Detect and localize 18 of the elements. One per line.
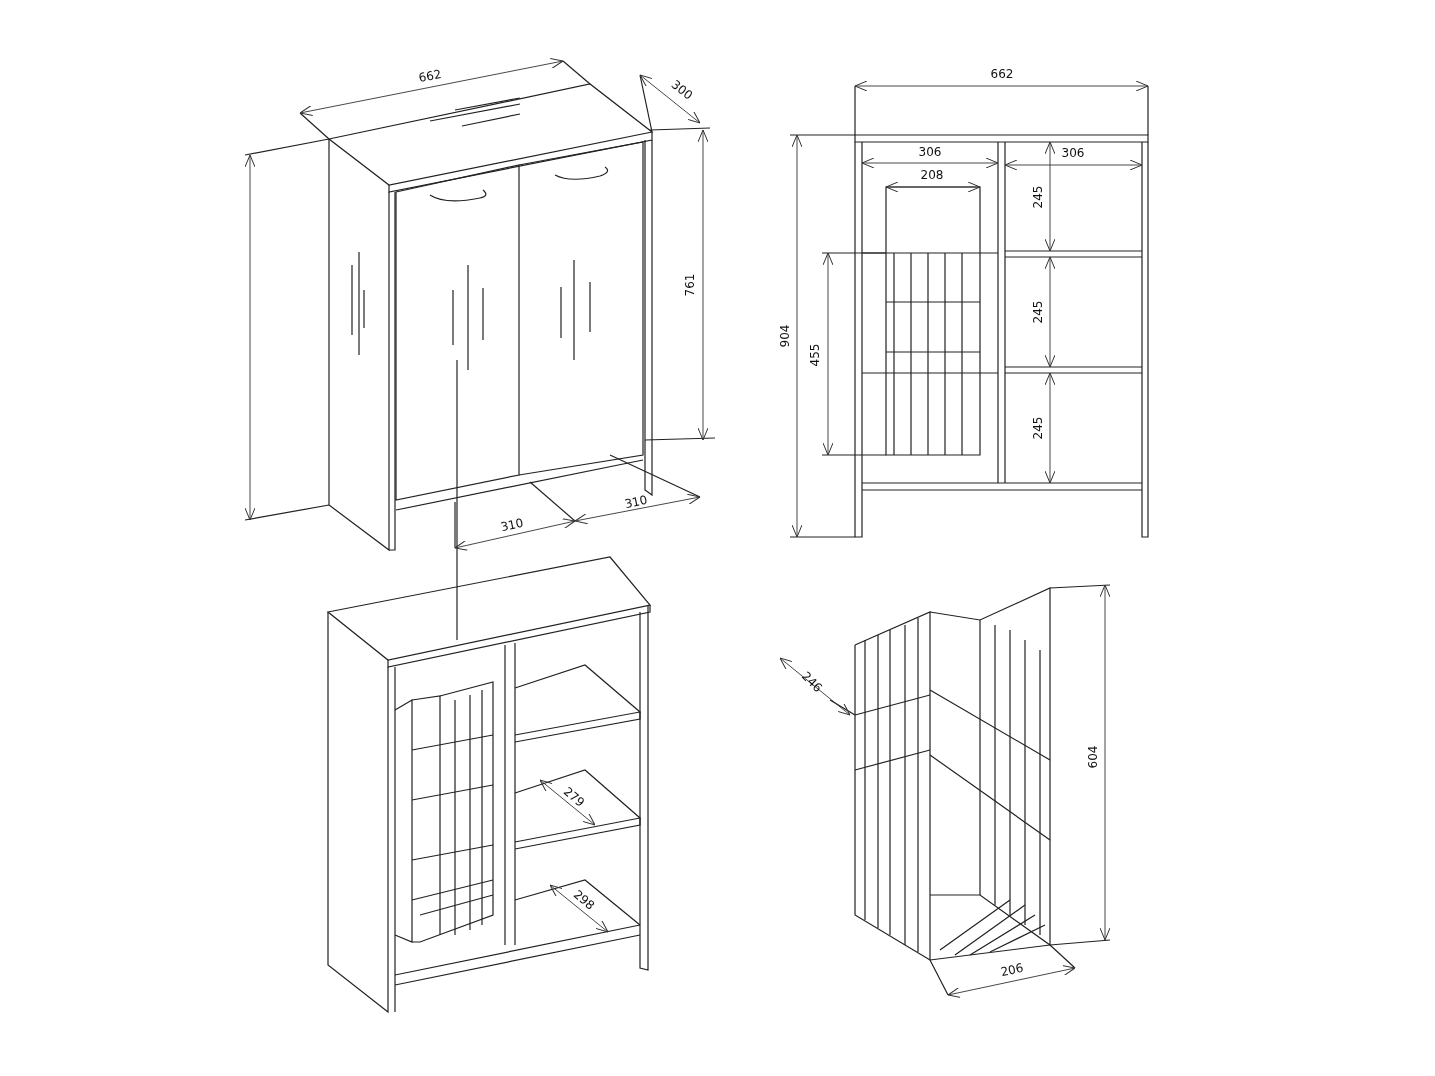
dimension-value: 604 <box>1087 745 1099 769</box>
dimension-value: 298 <box>571 888 597 912</box>
dimension-value: 662 <box>417 67 443 85</box>
dimension-value: 310 <box>623 493 649 511</box>
dimension-value: 904 <box>779 324 791 348</box>
dimension-value: 279 <box>561 785 587 809</box>
dimension-value: 761 <box>684 273 696 297</box>
dimension-value: 206 <box>999 961 1025 979</box>
dimension-value: 245 <box>1032 416 1044 440</box>
dimension-value: 208 <box>920 169 944 181</box>
dimension-value: 245 <box>1032 300 1044 324</box>
dimension-value: 662 <box>990 68 1014 80</box>
dimension-value: 310 <box>499 516 525 534</box>
dimension-value: 300 <box>669 78 695 102</box>
dimension-value: 245 <box>1032 185 1044 209</box>
dimension-value: 306 <box>1061 147 1085 159</box>
dimension-value: 455 <box>809 343 821 367</box>
dimension-value: 306 <box>918 146 942 158</box>
